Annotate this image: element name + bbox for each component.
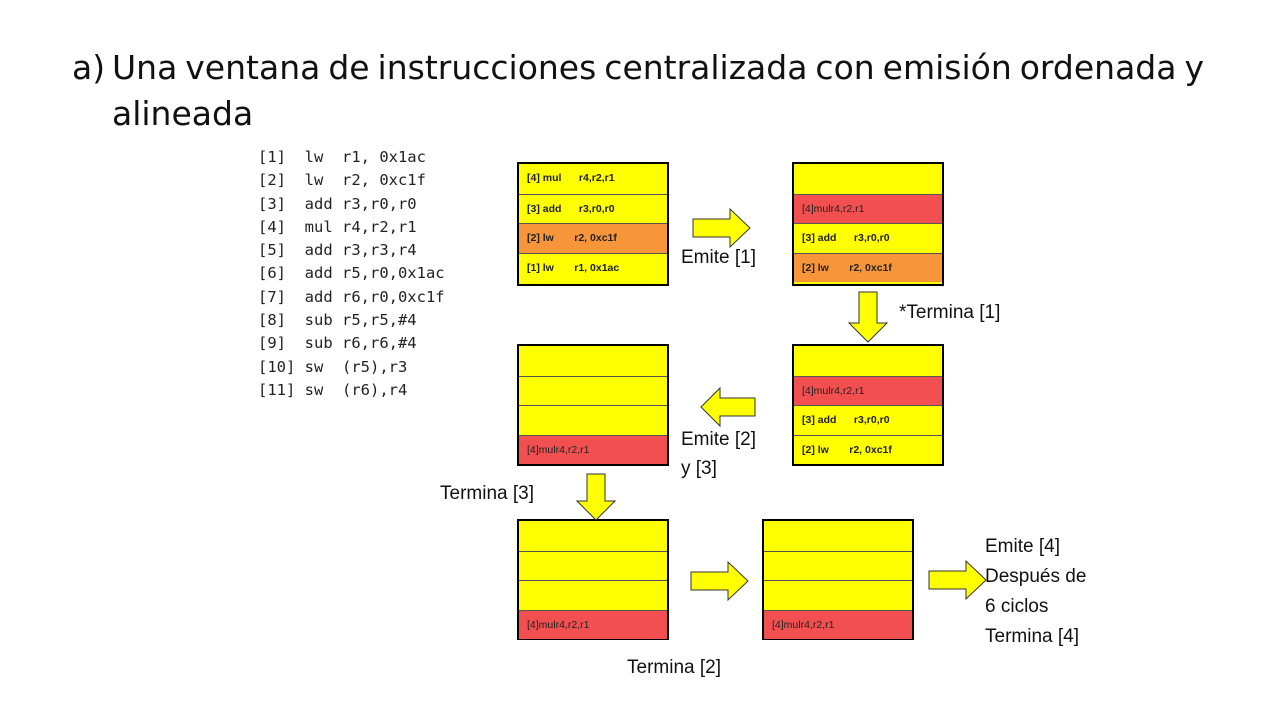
- title-word: centralizada: [604, 48, 808, 87]
- title-word: ventana: [185, 48, 321, 87]
- window-slot: [3] add r3,r0,r0: [519, 193, 667, 223]
- window-slot: [4]mulr4,r2,r1: [794, 193, 942, 223]
- window-slot: [1] lw r1, 0x1ac: [519, 252, 667, 282]
- code-line: [8] sub r5,r5,#4: [258, 311, 417, 330]
- window-slot: [2] lw r2, 0xc1f: [794, 434, 942, 464]
- window-slot: [4]mulr4,r2,r1: [519, 609, 667, 639]
- instruction-window-6: [4]mulr4,r2,r1: [762, 519, 914, 640]
- step-label: y [3]: [681, 458, 717, 479]
- window-slot: [794, 164, 942, 194]
- arrow-down-icon: [575, 473, 617, 521]
- instruction-window-4: [4]mulr4,r2,r1: [517, 344, 669, 466]
- code-line: [9] sub r6,r6,#4: [258, 334, 417, 353]
- instruction-window-2: [4]mulr4,r2,r1 [3] add r3,r0,r0 [2] lw r…: [792, 162, 944, 286]
- code-line: [5] add r3,r3,r4: [258, 241, 417, 260]
- instruction-window-5: [4]mulr4,r2,r1: [517, 519, 669, 640]
- window-slot: [3] add r3,r0,r0: [794, 405, 942, 435]
- step-label: Termina [3]: [440, 483, 534, 504]
- step-label: *Termina [1]: [899, 302, 1001, 323]
- instruction-window-3: [4]mulr4,r2,r1 [3] add r3,r0,r0 [2] lw r…: [792, 344, 944, 466]
- code-line: [10] sw (r5),r3: [258, 357, 408, 376]
- title-word: y: [1184, 48, 1204, 87]
- step-label: Emite [4]: [985, 536, 1060, 557]
- window-slot: [4] mul r4,r2,r1: [519, 164, 667, 194]
- arrow-right-icon: [690, 560, 749, 602]
- window-slot: [4]mulr4,r2,r1: [794, 375, 942, 405]
- instruction-window-1: [4] mul r4,r2,r1 [3] add r3,r0,r0 [2] lw…: [517, 162, 669, 286]
- title-word: de: [328, 48, 370, 87]
- title-word: emisión: [882, 48, 1012, 87]
- title-word: con: [815, 48, 875, 87]
- window-slot: [519, 405, 667, 435]
- step-label: Termina [2]: [627, 657, 721, 678]
- list-marker: a): [72, 48, 106, 87]
- code-line: [11] sw (r6),r4: [258, 380, 408, 399]
- instruction-listing: [1] lw r1, 0x1ac [2] lw r2, 0xc1f [3] ad…: [258, 146, 445, 402]
- window-slot: [2] lw r2, 0xc1f: [519, 223, 667, 253]
- step-label: Termina [4]: [985, 626, 1079, 647]
- window-slot: [519, 550, 667, 580]
- window-slot: [3] add r3,r0,r0: [794, 223, 942, 253]
- window-slot: [519, 580, 667, 610]
- title-line-2: alineada: [112, 94, 254, 133]
- code-line: [1] lw r1, 0x1ac: [258, 148, 426, 166]
- window-slot: [4]mulr4,r2,r1: [764, 609, 912, 639]
- code-line: [6] add r5,r0,0x1ac: [258, 264, 445, 283]
- title-line-1: Una ventana de instrucciones centralizad…: [112, 48, 1204, 87]
- code-line: [2] lw r2, 0xc1f: [258, 171, 426, 190]
- arrow-down-icon: [847, 291, 889, 343]
- arrow-right-icon: [928, 559, 987, 601]
- code-line: [7] add r6,r0,0xc1f: [258, 287, 445, 306]
- window-slot: [4]mulr4,r2,r1: [519, 434, 667, 464]
- step-label: 6 ciclos: [985, 596, 1049, 617]
- window-slot: [2] lw r2, 0xc1f: [794, 252, 942, 282]
- step-label: Después de: [985, 566, 1087, 587]
- arrow-left-icon: [700, 386, 756, 428]
- step-label: Emite [2]: [681, 429, 756, 450]
- window-slot: [519, 346, 667, 376]
- step-label: Emite [1]: [681, 247, 756, 268]
- window-slot: [764, 580, 912, 610]
- title-word: ordenada: [1019, 48, 1177, 87]
- window-slot: [764, 521, 912, 551]
- title-word: Una: [112, 48, 178, 87]
- arrow-right-icon: [692, 207, 751, 249]
- window-slot: [519, 521, 667, 551]
- window-slot: [764, 550, 912, 580]
- window-slot: [794, 346, 942, 376]
- code-line: [4] mul r4,r2,r1: [258, 217, 417, 236]
- code-line: [3] add r3,r0,r0: [258, 194, 417, 213]
- title-word: instrucciones: [377, 48, 597, 87]
- window-slot: [519, 375, 667, 405]
